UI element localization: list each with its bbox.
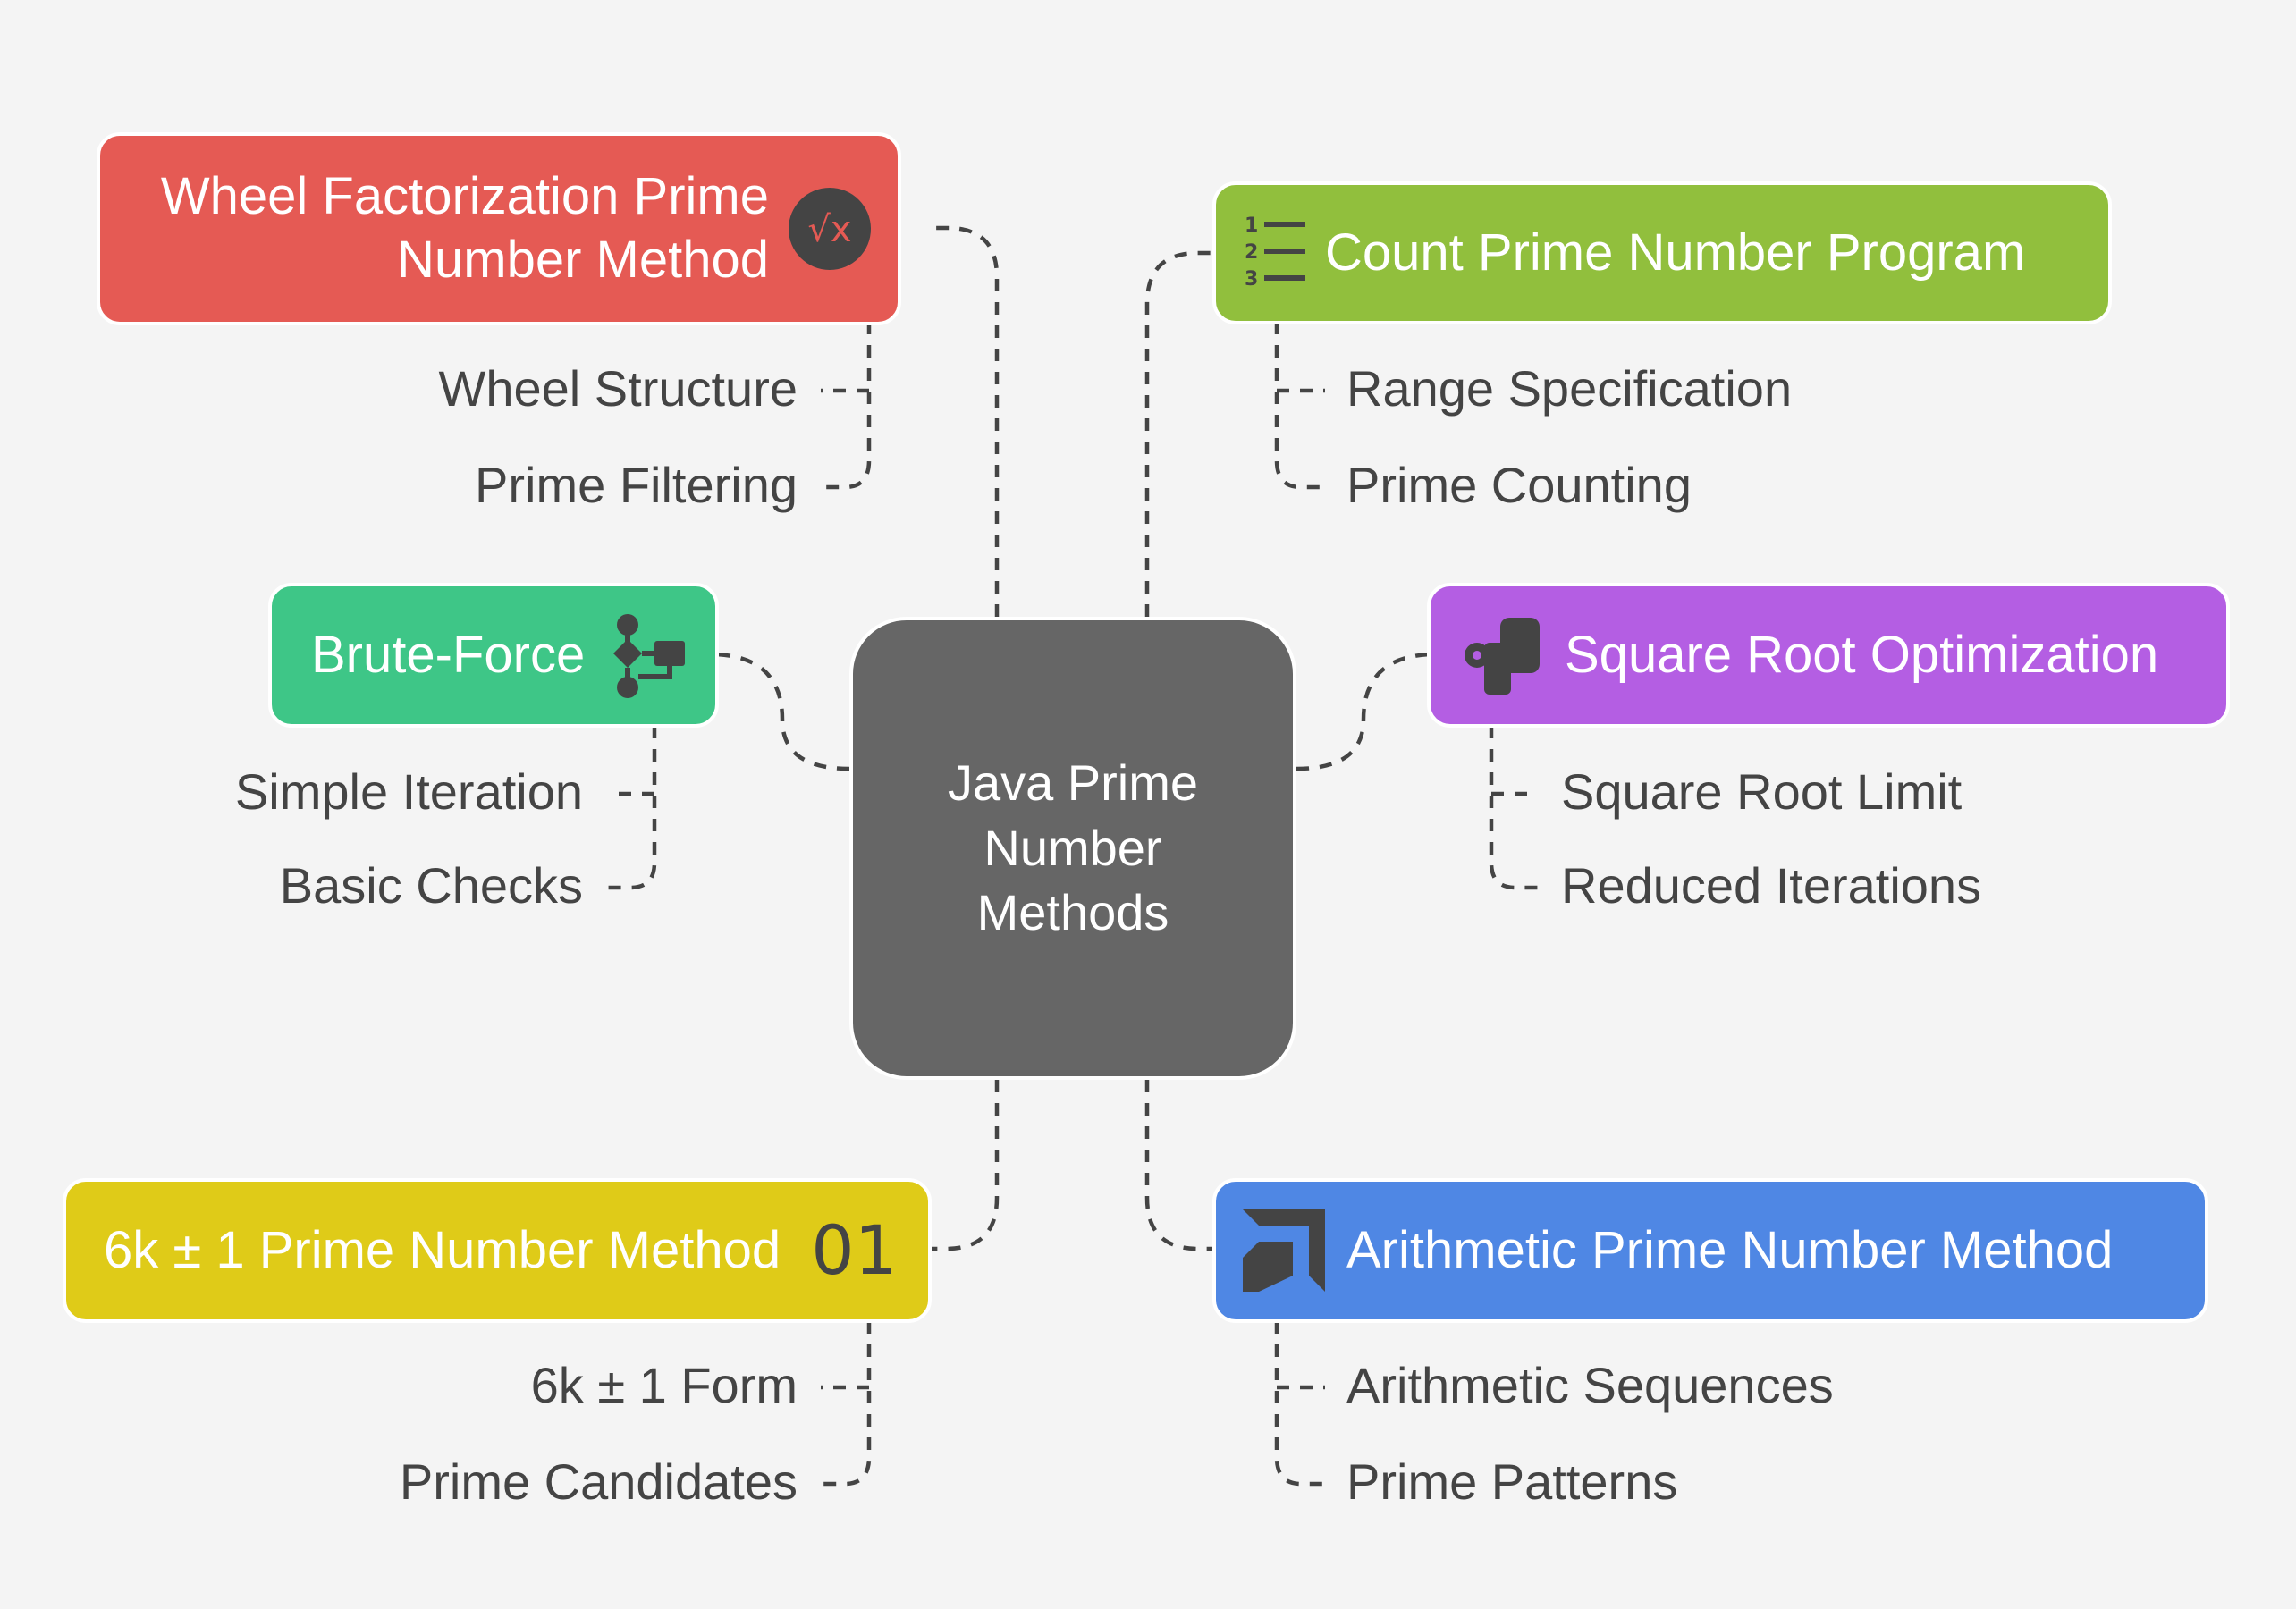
square-root-x-glyph: √x <box>807 209 851 250</box>
connector-brute-subs <box>605 726 657 890</box>
central-topic: Java Prime Number Methods <box>849 617 1296 1080</box>
square-root-optimization-title: Square Root Optimization <box>1565 625 2159 684</box>
connector-wheel <box>930 225 1000 617</box>
flowchart-icon <box>613 614 685 698</box>
sub-prime-patterns: Prime Patterns <box>1346 1453 1678 1510</box>
svg-text:2: 2 <box>1245 241 1258 264</box>
six-k-method-title: 6k ± 1 Prime Number Method <box>104 1220 781 1279</box>
connector-brute <box>714 652 850 771</box>
sub-wheel-structure: Wheel Structure <box>438 360 798 417</box>
sub-range-specification: Range Specification <box>1346 360 1793 417</box>
brute-force-title: Brute-Force <box>311 625 586 684</box>
connector-arith-subs <box>1274 1321 1328 1487</box>
connector-sqrt-subs <box>1489 726 1541 890</box>
sub-reduced-iterations: Reduced Iterations <box>1561 857 1982 914</box>
brute-force-card: Brute-Force <box>268 583 719 728</box>
arithmetic-method-title: Arithmetic Prime Number Method <box>1346 1220 2114 1279</box>
six-k-method-card: 6k ± 1 Prime Number Method 01 <box>63 1178 932 1323</box>
connector-count <box>1144 250 1216 617</box>
square-root-optimization-icon <box>1465 618 1540 695</box>
connector-sixk-subs <box>818 1321 872 1487</box>
numbered-list-icon: 1 2 3 <box>1245 215 1305 291</box>
connector-sixk <box>930 1080 1000 1251</box>
connector-arith <box>1144 1080 1216 1251</box>
arithmetic-logo-icon <box>1243 1209 1325 1292</box>
sub-prime-counting: Prime Counting <box>1346 457 1692 513</box>
count-prime-card: 1 2 3 Count Prime Number Program <box>1212 181 2112 324</box>
sub-basic-checks: Basic Checks <box>279 857 583 914</box>
connector-count-subs <box>1274 322 1328 490</box>
sub-prime-candidates: Prime Candidates <box>399 1453 798 1510</box>
svg-text:3: 3 <box>1245 268 1258 291</box>
sub-simple-iteration: Simple Iteration <box>234 763 583 820</box>
sub-prime-filtering: Prime Filtering <box>475 457 798 513</box>
sub-six-k-form: 6k ± 1 Form <box>530 1357 798 1413</box>
number-01-icon: 01 <box>811 1210 898 1290</box>
sub-square-root-limit: Square Root Limit <box>1561 763 1963 820</box>
sub-arithmetic-sequences: Arithmetic Sequences <box>1346 1357 1834 1413</box>
wheel-factorization-card: Wheel Factorization Prime Number Method … <box>97 132 901 325</box>
connector-wheel-subs <box>818 322 872 490</box>
wheel-factorization-title: Wheel Factorization Prime Number Method <box>160 167 769 289</box>
connector-sqrt <box>1296 652 1431 771</box>
central-topic-label: Java Prime Number Methods <box>947 754 1199 941</box>
square-root-x-icon: √x <box>789 188 871 270</box>
arithmetic-method-card: Arithmetic Prime Number Method <box>1212 1178 2208 1323</box>
count-prime-title: Count Prime Number Program <box>1325 223 2026 282</box>
svg-text:1: 1 <box>1245 215 1258 237</box>
square-root-optimization-card: Square Root Optimization <box>1427 583 2230 728</box>
